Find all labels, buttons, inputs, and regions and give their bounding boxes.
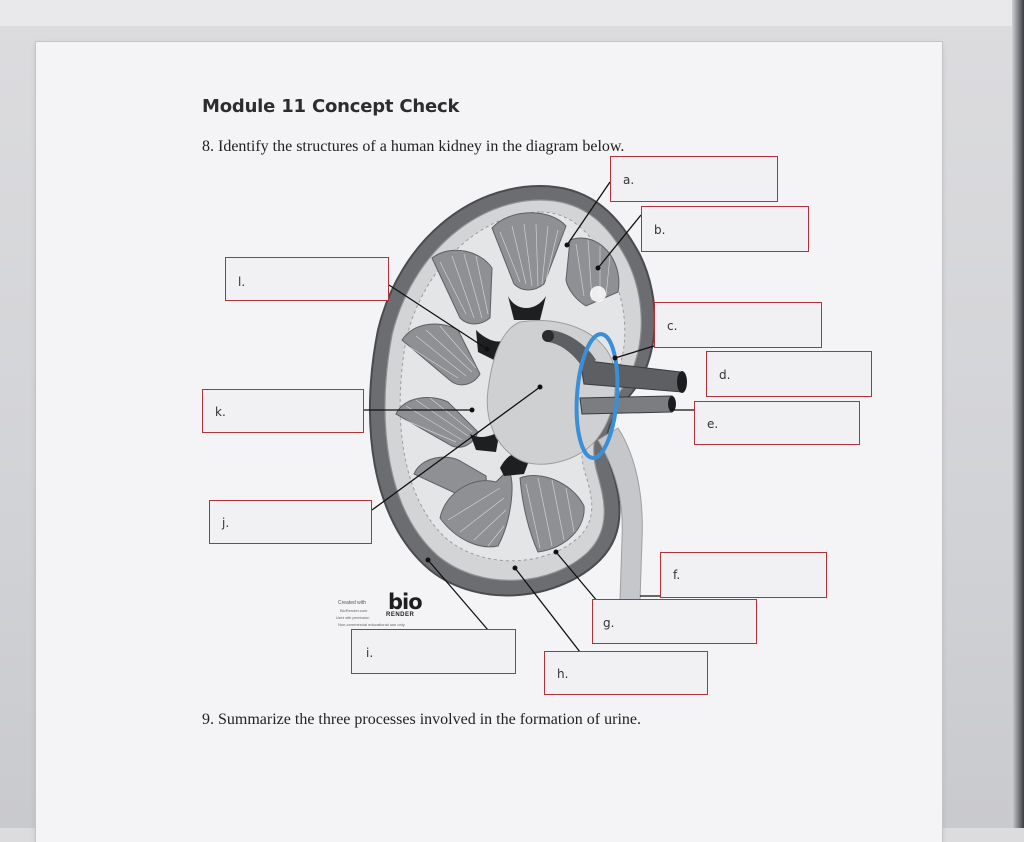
answer-box-d[interactable]: d. bbox=[706, 351, 872, 397]
biorender-logo: Created with bio BioRender.com RENDER No… bbox=[336, 590, 436, 632]
answer-box-i[interactable]: i. bbox=[351, 629, 516, 674]
answer-box-a[interactable]: a. bbox=[610, 156, 778, 202]
screen-bezel bbox=[0, 0, 1024, 26]
logo-brand-text: bio bbox=[388, 590, 423, 614]
minor-calyx-3 bbox=[470, 430, 500, 452]
answer-box-k[interactable]: k. bbox=[202, 389, 364, 433]
renal-artery bbox=[579, 395, 673, 415]
screen-edge bbox=[1012, 0, 1024, 828]
page-title: Module 11 Concept Check bbox=[202, 96, 460, 117]
question-8: 8. Identify the structures of a human ki… bbox=[202, 138, 625, 155]
logo-line-1: BioRender.com bbox=[340, 608, 368, 613]
leader-line-l bbox=[388, 284, 488, 350]
renal-artery-opening bbox=[668, 396, 676, 412]
renal-pyramid-2 bbox=[565, 237, 620, 307]
answer-box-b[interactable]: b. bbox=[641, 206, 809, 252]
label-j: j. bbox=[222, 516, 230, 530]
renal-pyramid-4 bbox=[401, 323, 481, 386]
answer-box-c[interactable]: c. bbox=[654, 302, 822, 348]
logo-line-2: Used with permission bbox=[336, 616, 370, 620]
renal-pyramid-8 bbox=[519, 475, 585, 553]
answer-box-j[interactable]: j. bbox=[209, 500, 372, 544]
label-c: c. bbox=[667, 319, 678, 333]
logo-created-text: Created with bbox=[338, 600, 367, 606]
renal-pyramid-3 bbox=[431, 249, 493, 325]
label-a: a. bbox=[623, 173, 635, 187]
answer-box-h[interactable]: h. bbox=[544, 651, 708, 695]
leader-line-i bbox=[427, 559, 489, 631]
label-i: i. bbox=[366, 646, 374, 660]
answer-box-f[interactable]: f. bbox=[660, 552, 827, 598]
answer-box-l[interactable]: l. bbox=[225, 257, 389, 301]
leader-line-h bbox=[514, 567, 581, 653]
label-l: l. bbox=[238, 275, 246, 289]
label-b: b. bbox=[654, 223, 666, 237]
question-9: 9. Summarize the three processes involve… bbox=[202, 711, 641, 728]
leader-line-c bbox=[614, 345, 655, 359]
logo-line-3: Non-commercial educational use only bbox=[338, 622, 405, 627]
label-e: e. bbox=[707, 417, 719, 431]
label-k: k. bbox=[215, 405, 226, 419]
hilum-highlight-circle bbox=[574, 332, 620, 460]
renal-vein-opening bbox=[677, 371, 687, 393]
leader-line-a bbox=[566, 181, 611, 246]
label-f: f. bbox=[673, 568, 681, 582]
leader-line-b bbox=[597, 214, 642, 269]
label-g: g. bbox=[603, 616, 615, 630]
label-d: d. bbox=[719, 368, 731, 382]
renal-pyramid-7 bbox=[439, 469, 513, 548]
leader-line-g bbox=[555, 551, 599, 603]
label-h: h. bbox=[557, 667, 569, 681]
answer-box-e[interactable]: e. bbox=[694, 401, 860, 445]
leader-line-j bbox=[371, 386, 541, 511]
answer-box-g[interactable]: g. bbox=[592, 599, 757, 644]
minor-calyx-1 bbox=[508, 296, 546, 320]
logo-render-text: RENDER bbox=[386, 612, 415, 618]
